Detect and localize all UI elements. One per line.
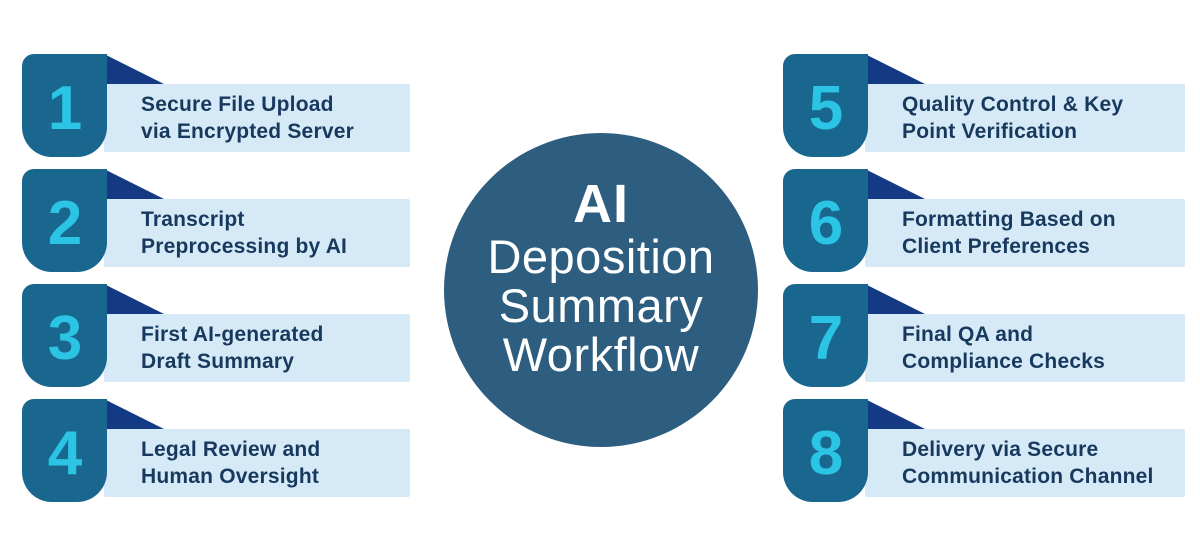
- step-6-ribbon-fold: [867, 170, 925, 199]
- step-4-ribbon-fold: [106, 400, 164, 429]
- step-1-number: 1: [47, 74, 82, 143]
- step-5: Quality Control & Key Point Verification…: [783, 54, 1185, 157]
- page-title-line2: Deposition: [487, 229, 715, 283]
- step-3-label-bar: First AI-generated Draft Summary: [104, 314, 410, 382]
- step-2-label-line2: Preprocessing by AI: [141, 235, 348, 258]
- step-2-label-line1: Transcript: [141, 208, 245, 231]
- step-3-number: 3: [47, 304, 82, 373]
- step-7-label-bar: Final QA and Compliance Checks: [865, 314, 1185, 382]
- step-1-number-block: 1: [22, 54, 107, 157]
- page-title-ai: AI: [573, 173, 629, 234]
- step-6-number-block: 6: [783, 169, 868, 272]
- step-5-ribbon-fold: [867, 55, 925, 84]
- step-8: Delivery via Secure Communication Channe…: [783, 399, 1185, 502]
- step-4-number-block: 4: [22, 399, 107, 502]
- step-5-label-bar: Quality Control & Key Point Verification: [865, 84, 1185, 152]
- step-8-label-bar: Delivery via Secure Communication Channe…: [865, 429, 1185, 497]
- step-7-number: 7: [808, 304, 843, 373]
- step-3-label-line2: Draft Summary: [141, 350, 295, 373]
- step-1-label-line1: Secure File Upload: [141, 93, 334, 116]
- step-1: Secure File Upload via Encrypted Server …: [22, 54, 410, 157]
- step-5-label-line1: Quality Control & Key: [902, 93, 1124, 116]
- step-5-label-line2: Point Verification: [902, 120, 1078, 143]
- step-1-ribbon-fold: [106, 55, 164, 84]
- step-8-number: 8: [808, 419, 843, 488]
- step-6-label-line2: Client Preferences: [902, 235, 1091, 258]
- step-2-ribbon-fold: [106, 170, 164, 199]
- page-title-line4: Workflow: [502, 327, 700, 381]
- step-4-label-line1: Legal Review and: [141, 438, 321, 461]
- step-4-label-bar: Legal Review and Human Oversight: [104, 429, 410, 497]
- step-8-label-line1: Delivery via Secure: [902, 438, 1099, 461]
- step-7-number-block: 7: [783, 284, 868, 387]
- step-4: Legal Review and Human Oversight 4: [22, 399, 410, 502]
- step-8-ribbon-fold: [867, 400, 925, 429]
- step-8-number-block: 8: [783, 399, 868, 502]
- step-3-label-line1: First AI-generated: [141, 323, 324, 346]
- center-title-circle: AI Deposition Summary Workflow: [444, 133, 758, 447]
- step-4-number: 4: [47, 419, 82, 488]
- step-5-number-block: 5: [783, 54, 868, 157]
- step-7-ribbon-fold: [867, 285, 925, 314]
- step-2-number: 2: [47, 189, 82, 258]
- step-5-number: 5: [808, 74, 843, 143]
- step-8-label-line2: Communication Channel: [902, 465, 1154, 488]
- step-1-label-line2: via Encrypted Server: [141, 120, 354, 143]
- step-3: First AI-generated Draft Summary 3: [22, 284, 410, 387]
- page-title-line3: Summary: [498, 278, 704, 332]
- step-4-label-line2: Human Oversight: [141, 465, 320, 488]
- step-2-label-bar: Transcript Preprocessing by AI: [104, 199, 410, 267]
- step-1-label-bar: Secure File Upload via Encrypted Server: [104, 84, 410, 152]
- step-3-ribbon-fold: [106, 285, 164, 314]
- step-6-label-line1: Formatting Based on: [902, 208, 1116, 231]
- step-6-label-bar: Formatting Based on Client Preferences: [865, 199, 1185, 267]
- step-7-label-line1: Final QA and: [902, 323, 1034, 346]
- step-2-number-block: 2: [22, 169, 107, 272]
- step-7-label-line2: Compliance Checks: [902, 350, 1105, 373]
- step-6: Formatting Based on Client Preferences 6: [783, 169, 1185, 272]
- step-7: Final QA and Compliance Checks 7: [783, 284, 1185, 387]
- step-2: Transcript Preprocessing by AI 2: [22, 169, 410, 272]
- step-3-number-block: 3: [22, 284, 107, 387]
- step-6-number: 6: [808, 189, 843, 258]
